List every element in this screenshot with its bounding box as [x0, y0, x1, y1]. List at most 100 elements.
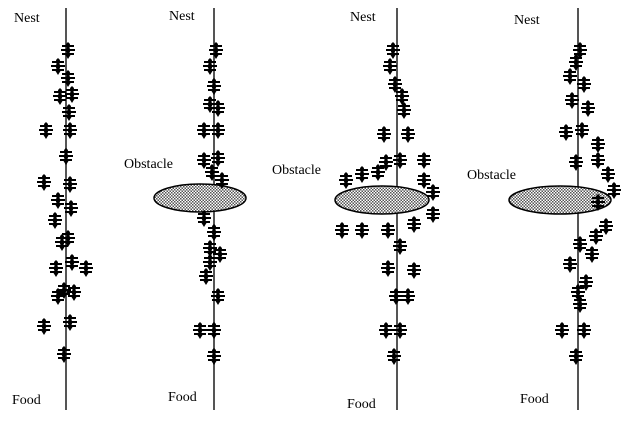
ant-icon	[573, 236, 587, 253]
ant-icon	[417, 172, 431, 189]
panel-4	[508, 8, 621, 410]
ant-icon	[59, 148, 73, 165]
ant-icon	[48, 212, 62, 229]
ant-icon	[209, 42, 223, 59]
ant-icon	[565, 92, 579, 109]
ant-icon	[577, 76, 591, 93]
ant-icon	[569, 154, 583, 171]
ant-icon	[579, 274, 593, 291]
ant-icon	[51, 192, 65, 209]
ant-icon	[57, 282, 71, 299]
ant-icon	[577, 322, 591, 339]
ant-icon	[417, 152, 431, 169]
ant-icon	[63, 176, 77, 193]
food-label: Food	[520, 392, 549, 407]
ant-icon	[573, 296, 587, 313]
ant-icon	[207, 78, 221, 95]
ant-icon	[387, 348, 401, 365]
ant-icon	[585, 246, 599, 263]
ant-icon	[383, 58, 397, 75]
ant-icon	[401, 126, 415, 143]
ant-icon	[563, 256, 577, 273]
ant-icon	[51, 58, 65, 75]
nest-label: Nest	[514, 13, 540, 28]
ant-icon	[207, 348, 221, 365]
ant-icon	[65, 86, 79, 103]
ant-icon	[591, 136, 605, 153]
ant-icon	[215, 172, 229, 189]
obstacle-label: Obstacle	[467, 168, 516, 183]
ant-icon	[591, 194, 605, 211]
ant-icon	[57, 346, 71, 363]
nest-label: Nest	[350, 10, 376, 25]
ant-icon	[599, 218, 613, 235]
ant-icon	[393, 322, 407, 339]
ant-icon	[607, 182, 621, 199]
ant-icon	[213, 246, 227, 263]
ant-icon	[335, 222, 349, 239]
ant-column	[555, 42, 621, 365]
ant-icon	[339, 172, 353, 189]
ant-icon	[37, 174, 51, 191]
ant-icon	[203, 254, 217, 271]
ant-icon	[371, 164, 385, 181]
ant-icon	[381, 222, 395, 239]
food-label: Food	[168, 390, 197, 405]
ant-icon	[199, 268, 213, 285]
ant-icon	[193, 322, 207, 339]
obstacle	[334, 185, 430, 215]
ant-icon	[211, 150, 225, 167]
ant-icon	[61, 42, 75, 59]
ant-icon	[67, 284, 81, 301]
ant-icon	[61, 70, 75, 87]
ant-icon	[381, 260, 395, 277]
ant-icon	[407, 216, 421, 233]
ant-icon	[581, 100, 595, 117]
ant-icon	[197, 122, 211, 139]
ant-icon	[555, 322, 569, 339]
ant-icon	[63, 314, 77, 331]
ant-icon	[39, 122, 53, 139]
ant-icon	[379, 322, 393, 339]
nest-label: Nest	[14, 11, 40, 26]
obstacle-label: Obstacle	[124, 157, 173, 172]
ant-column	[193, 42, 229, 365]
panel-1	[37, 8, 93, 410]
ant-icon	[203, 58, 217, 75]
ant-icon	[62, 104, 76, 121]
food-label: Food	[12, 393, 41, 408]
ant-icon	[377, 126, 391, 143]
panel-3	[334, 8, 440, 410]
ant-icon	[393, 152, 407, 169]
ant-icon	[205, 164, 219, 181]
ant-icon	[426, 184, 440, 201]
ant-icon	[601, 166, 615, 183]
ant-icon	[591, 152, 605, 169]
ant-icon	[395, 88, 409, 105]
ant-icon	[563, 68, 577, 85]
ant-icon	[65, 254, 79, 271]
ant-icon	[397, 102, 411, 119]
ant-icon	[386, 42, 400, 59]
ant-icon	[207, 224, 221, 241]
ant-icon	[211, 100, 225, 117]
obstacle	[153, 183, 247, 213]
ant-icon	[53, 88, 67, 105]
ant-icon	[64, 200, 78, 217]
ant-icon	[37, 318, 51, 335]
ant-icon	[355, 166, 369, 183]
ant-icon	[426, 206, 440, 223]
ant-icon	[211, 122, 225, 139]
ant-icon	[197, 152, 211, 169]
ant-icon	[51, 288, 65, 305]
ant-icon	[203, 240, 217, 257]
ant-icon	[63, 122, 77, 139]
ant-icon	[207, 322, 221, 339]
obstacle	[508, 185, 612, 215]
ant-icon	[55, 234, 69, 251]
obstacle-label: Obstacle	[272, 163, 321, 178]
ant-column	[37, 42, 93, 363]
ant-icon	[589, 228, 603, 245]
